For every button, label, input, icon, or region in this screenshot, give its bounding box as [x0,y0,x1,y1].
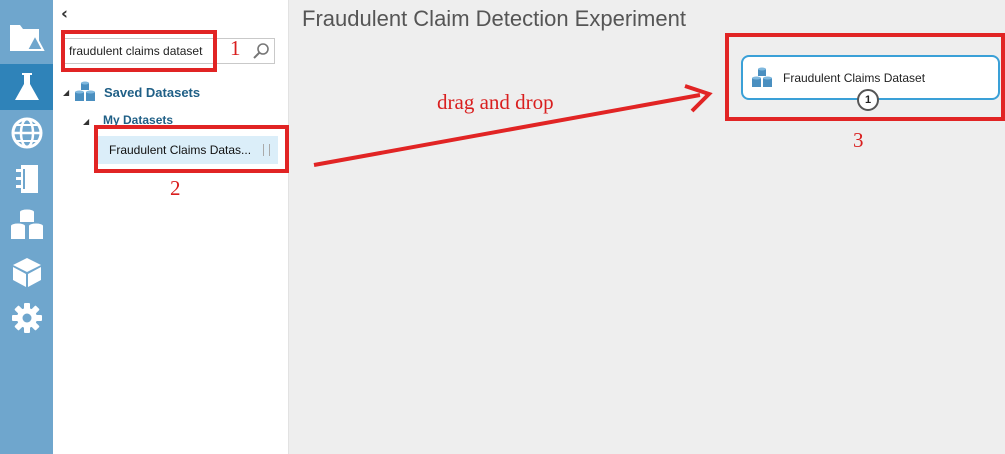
step-3-label: 3 [853,128,864,152]
globe-icon [11,117,42,149]
experiment-title[interactable]: Fraudulent Claim Detection Experiment [302,6,686,31]
folder-flask-icon [9,25,45,51]
experiments-button[interactable] [0,64,53,110]
palette-search [63,38,275,64]
search-icon[interactable] [252,42,270,60]
dataset-list-item[interactable]: Fraudulent Claims Datas... [98,136,278,164]
collapse-palette-icon[interactable]: ‹ [61,4,69,24]
tree-node-label: Saved Datasets [104,84,201,100]
datasets-button[interactable] [0,203,53,249]
module-label: Fraudulent Claims Dataset [783,70,926,85]
expand-my-datasets-icon[interactable]: ◢ [83,117,90,126]
drag-handle-icon[interactable] [263,144,270,156]
flask-icon [14,73,39,100]
output-port[interactable]: 1 [857,89,879,111]
drag-and-drop-label: drag and drop [437,90,554,114]
experiment-canvas[interactable]: Fraudulent Claim Detection Experiment Fr… [289,0,1005,454]
datasets-icon [10,209,43,239]
cube-icon [12,258,41,287]
projects-button[interactable] [0,14,53,60]
notebooks-button[interactable] [0,156,53,202]
search-input[interactable] [69,42,229,60]
left-nav-rail [0,0,53,454]
settings-button[interactable] [0,295,53,341]
step-2-label: 2 [170,176,181,200]
tree-node-my-datasets[interactable]: My Datasets [103,113,174,127]
module-palette: ‹ ◢ Saved Datasets ◢ My Datasets Fraudul… [53,0,289,454]
dataset-module-icon [752,67,772,87]
tree-node-saved-datasets[interactable]: Saved Datasets [74,80,200,104]
datasets-icon [75,81,95,101]
gear-icon [11,303,42,333]
trained-models-button[interactable] [0,249,53,295]
dataset-item-label: Fraudulent Claims Datas... [109,143,252,157]
web-services-button[interactable] [0,110,53,156]
expand-saved-datasets-icon[interactable]: ◢ [63,88,70,97]
notebook-icon [15,165,38,193]
step-1-label: 1 [230,36,241,60]
